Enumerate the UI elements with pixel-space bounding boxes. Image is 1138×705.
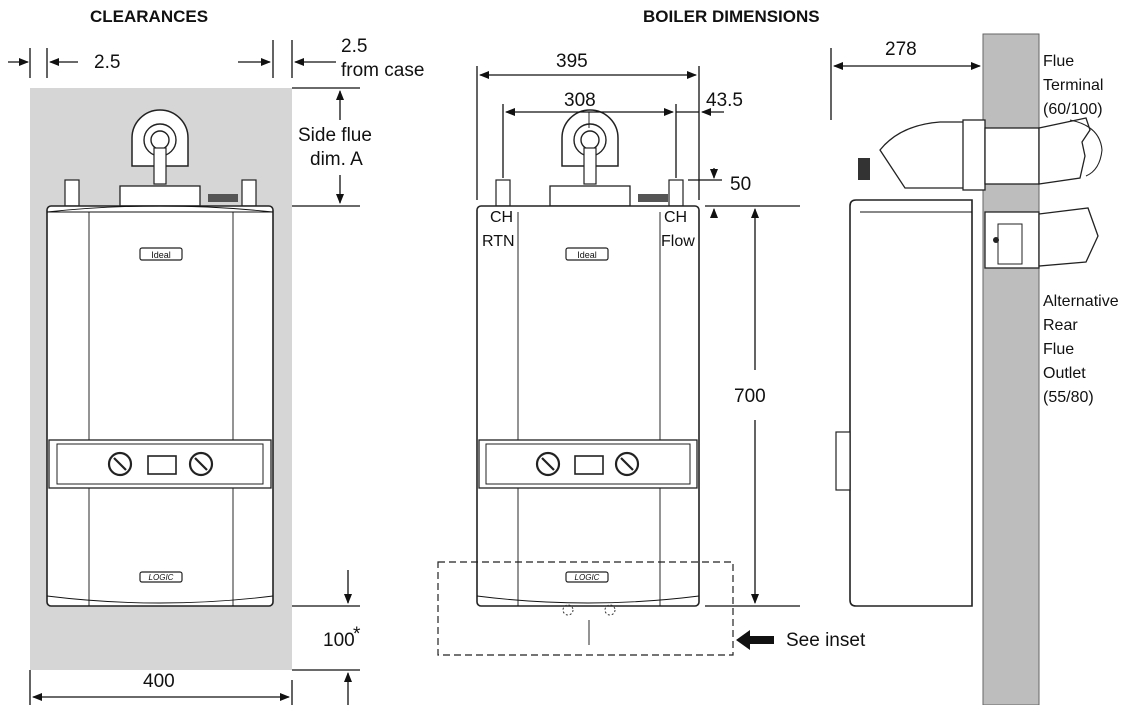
bottom-clearance-label: 100 — [323, 630, 355, 651]
model-badge — [139, 571, 183, 583]
pipe-centres-label: 308 — [564, 90, 596, 111]
flue-terminal-size: (60/100) — [1043, 101, 1103, 118]
display-window — [574, 455, 604, 475]
pipe-offset-label: 43.5 — [706, 90, 743, 111]
side-flue-label: Side flue — [298, 125, 372, 146]
pipe-height-label: 50 — [730, 174, 751, 195]
see-inset-arrow-icon — [736, 630, 774, 650]
display-window — [147, 455, 177, 475]
model-badge-text: LOGIC — [575, 573, 600, 582]
model-badge-text: LOGIC — [149, 573, 174, 582]
flue-terminal-pipe — [984, 127, 1040, 185]
depth-label: 278 — [885, 39, 917, 60]
clearance-width-label: 400 — [143, 671, 175, 692]
rear-flue-label: Alternative — [1043, 293, 1119, 310]
side-case-clearance-value: 2.5 — [341, 36, 367, 57]
brand-badge-text: Ideal — [151, 250, 171, 260]
flue-cap — [858, 158, 870, 180]
flue-terminal-label-2: Terminal — [1043, 77, 1103, 94]
flow-pipe — [668, 179, 684, 207]
clearances-heading: CLEARANCES — [90, 7, 208, 26]
height-label: 700 — [734, 386, 766, 407]
overall-width-label: 395 — [556, 51, 588, 72]
pipe-stub — [241, 179, 257, 207]
return-pipe-label: CH — [490, 209, 513, 226]
brand-badge-text: Ideal — [577, 250, 597, 260]
control-panel-side — [835, 431, 851, 491]
side-flue-dim-label: dim. A — [310, 149, 363, 170]
inset-area — [437, 561, 734, 656]
flow-pipe-label: CH — [664, 209, 687, 226]
bottom-clearance-mark: * — [353, 624, 361, 645]
boiler-front-case — [476, 205, 700, 607]
pipe-stub — [64, 179, 80, 207]
side-view: 278 Flue Terminal (60/100) Alternative R… — [830, 33, 1119, 705]
rear-flue-label-3: Flue — [1043, 341, 1074, 358]
side-case-clearance-note: from case — [341, 60, 424, 81]
side-clearance-label: 2.5 — [94, 52, 120, 73]
flow-pipe-sublabel: Flow — [661, 233, 695, 250]
return-pipe-sublabel: RTN — [482, 233, 515, 250]
see-inset-label: See inset — [786, 630, 866, 651]
flue-bend — [879, 121, 971, 189]
boiler-side-case — [849, 199, 973, 607]
boiler-case — [46, 205, 274, 607]
brand-badge — [139, 247, 183, 261]
rear-flue-label-4: Outlet — [1043, 365, 1086, 382]
front-dimensions-view: Ideal LOGIC CH RTN CH Flow See inset 395 — [437, 51, 866, 656]
boiler-dimensions-heading: BOILER DIMENSIONS — [643, 7, 820, 26]
flue-terminal-label: Flue — [1043, 53, 1074, 70]
rear-flue-size: (55/80) — [1043, 389, 1094, 406]
rear-flue-label-2: Rear — [1043, 317, 1078, 334]
brand-badge — [565, 247, 609, 261]
model-badge — [565, 571, 609, 583]
clearances-view: Ideal LOGIC 2.5 2.5 from case Side flue … — [8, 36, 424, 705]
return-pipe — [495, 179, 511, 207]
